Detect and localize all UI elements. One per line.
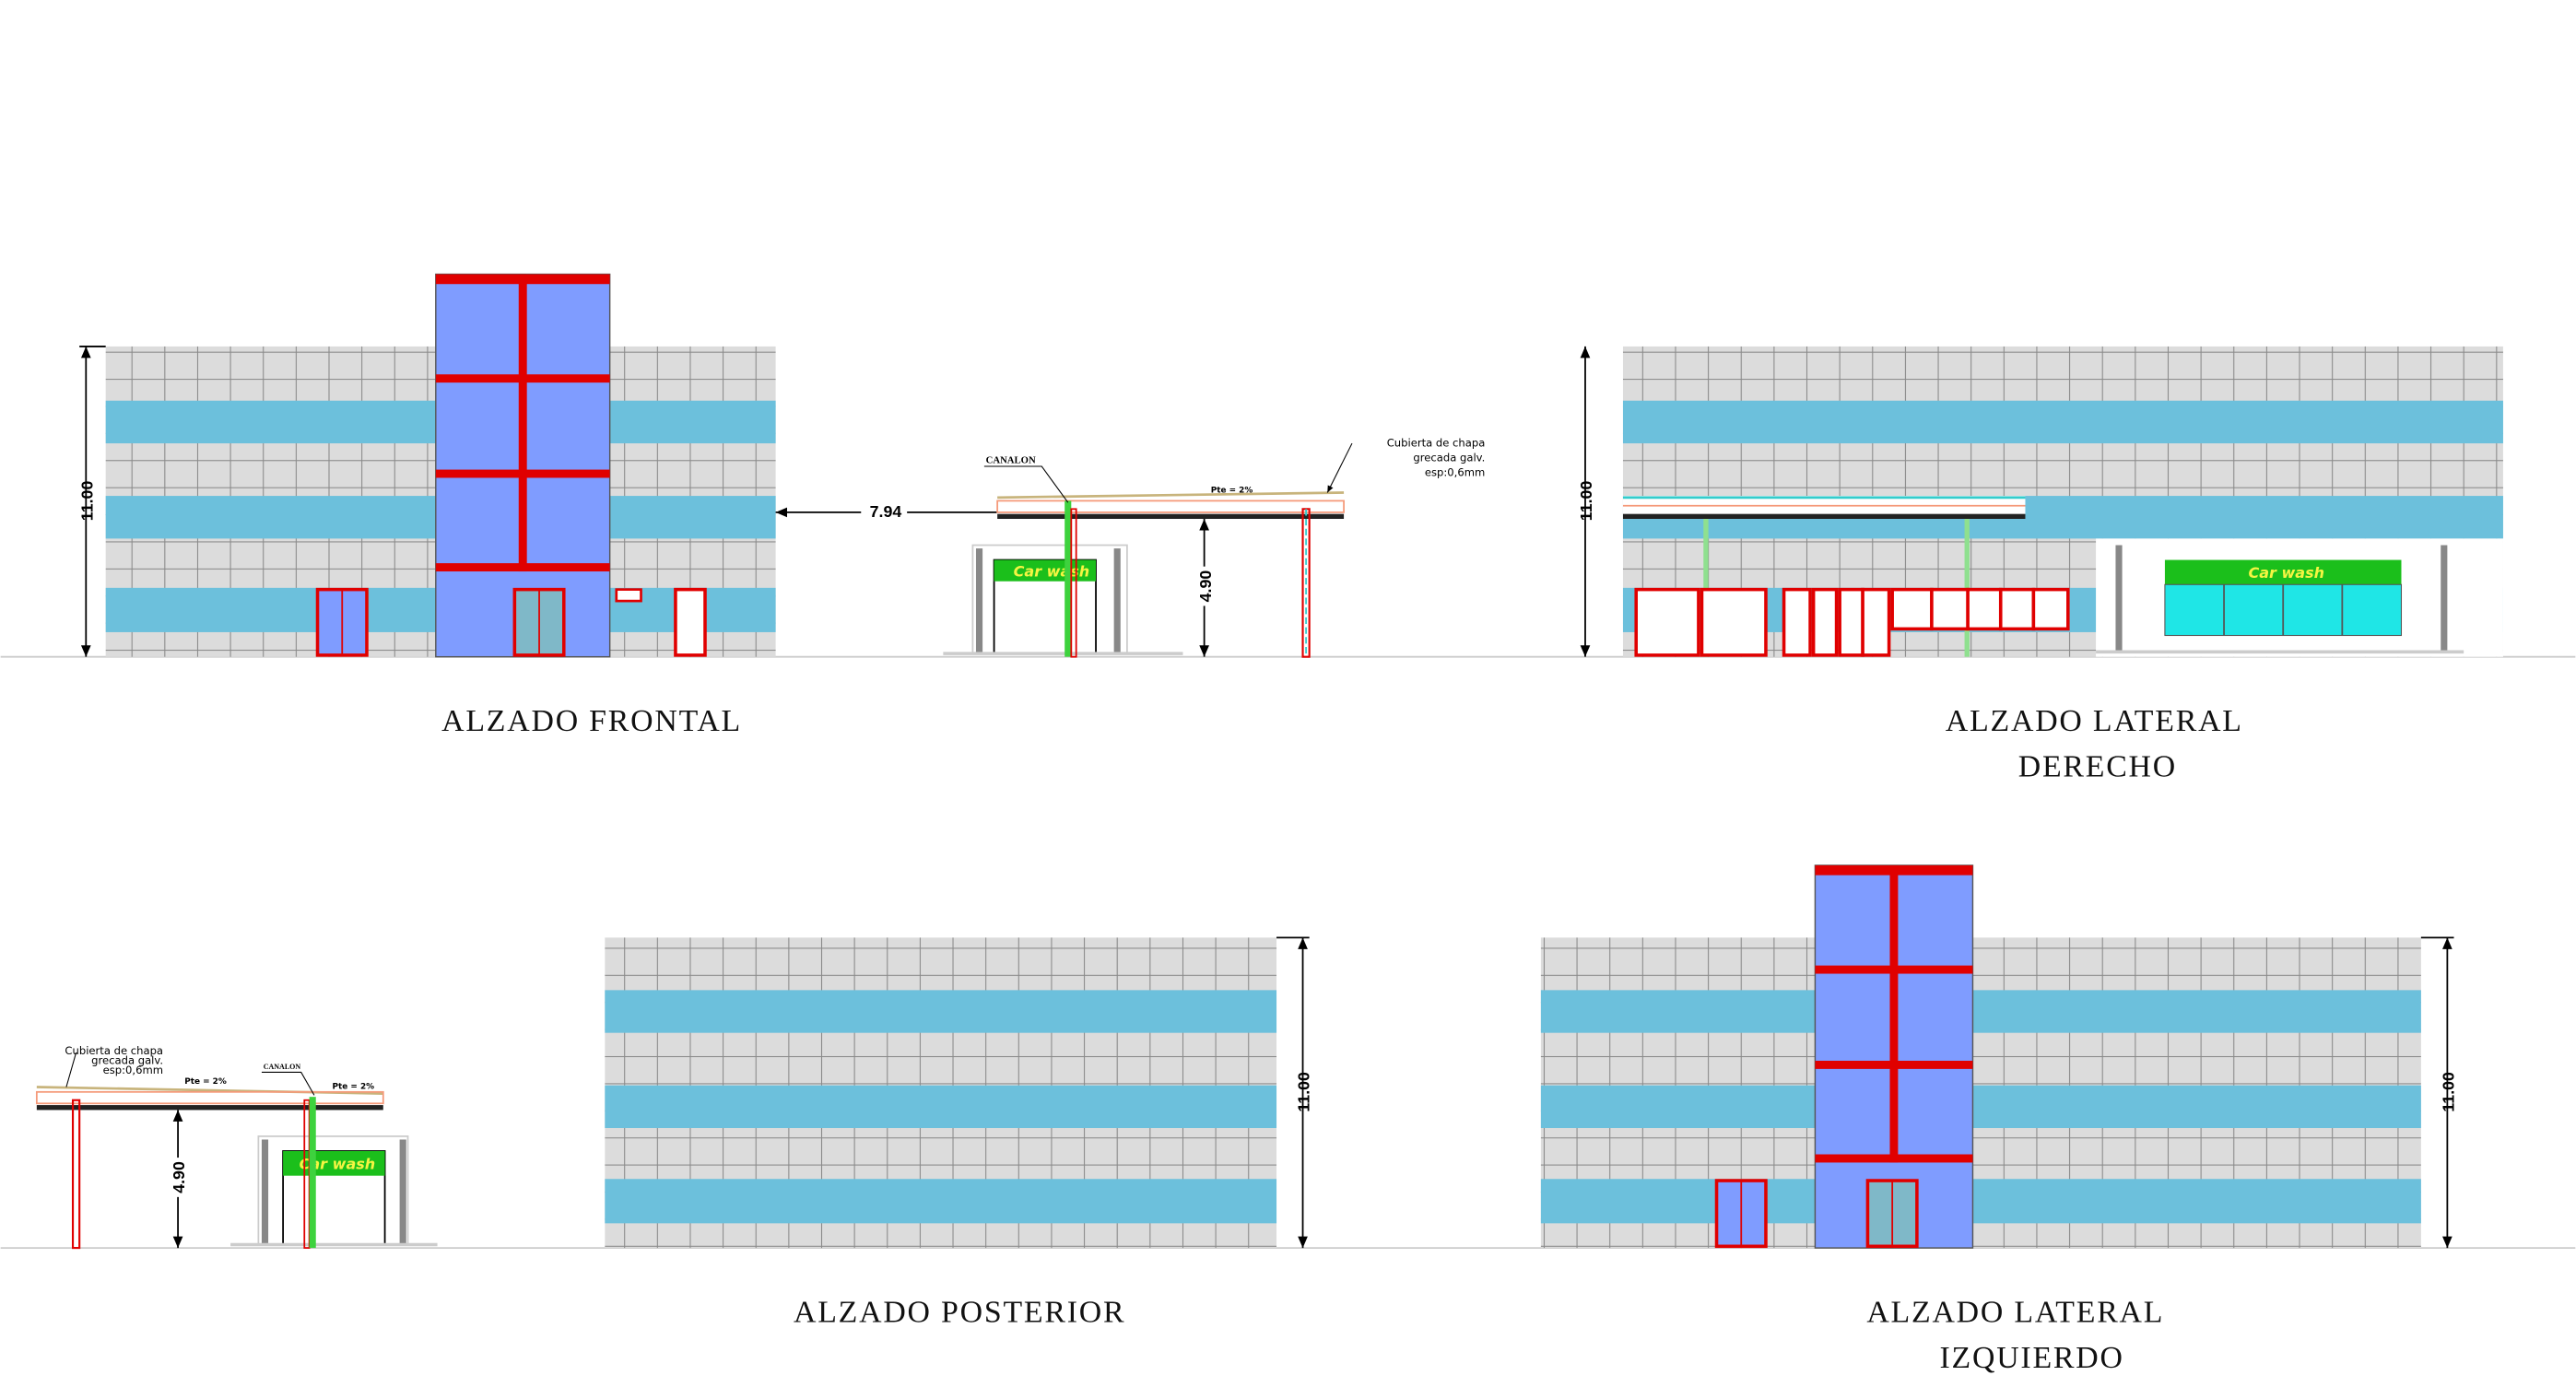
svg-text:Cubierta de chapa: Cubierta de chapa [1387,437,1486,450]
frontal-elevation: 11.00 7.94 ALZADO FRONTAL [77,273,998,738]
svg-text:Pte = 2%: Pte = 2% [333,1082,375,1091]
svg-text:esp:0,6mm: esp:0,6mm [103,1064,163,1076]
car-wash-sign [283,1150,385,1176]
view-title: ALZADO FRONTAL [441,704,742,738]
svg-text:Pte = 2%: Pte = 2% [184,1077,227,1087]
svg-text:grecada galv.: grecada galv. [91,1054,163,1067]
small-sign [615,588,642,603]
canopy-height-dimension: 4.90 [170,1161,188,1193]
view-subtitle: DERECHO [2018,750,2177,784]
height-dimension: 11.00 [77,481,96,522]
svg-text:Cubierta de chapa: Cubierta de chapa [65,1044,163,1057]
gutter-label: CANALON [986,454,1036,465]
height-dimension: 11.00 [2440,1072,2458,1112]
view-title: ALZADO LATERAL [1866,1295,2164,1329]
gutter-label: CANALON [264,1063,301,1071]
canopy-height-dimension: 4.90 [1196,570,1215,603]
right-side-elevation: Car wash 11.00 ALZADO LATERAL DERECHO [1577,346,2503,784]
canopy-top: Car wash 4.90 CANALON Pte = 2% Cubierta … [943,437,1486,658]
rear-elevation: 11.00 ALZADO POSTERIOR [605,936,1313,1329]
height-dimension: 11.00 [1295,1072,1313,1112]
svg-text:esp:0,6mm: esp:0,6mm [1425,466,1485,479]
service-door [674,587,707,657]
offset-dimension: 7.94 [870,502,902,521]
view-title: ALZADO LATERAL [1946,704,2243,738]
svg-text:grecada galv.: grecada galv. [1413,452,1485,464]
glass-tower [435,273,611,658]
svg-text:Car wash: Car wash [300,1156,376,1173]
svg-text:Pte = 2%: Pte = 2% [1211,487,1253,496]
svg-text:Car wash: Car wash [1014,562,1090,580]
height-dimension: 11.00 [1577,481,1595,522]
view-title: ALZADO POSTERIOR [794,1295,1125,1329]
left-side-elevation: 11.00 ALZADO LATERAL IZQUIERDO [1540,864,2458,1375]
car-wash-sign [2164,559,2402,585]
svg-text:Car wash: Car wash [2248,564,2324,582]
canopy-bottom: Car wash 4.90 Cubierta de chapa grecada … [35,1044,438,1250]
view-subtitle: IZQUIERDO [1939,1341,2123,1375]
